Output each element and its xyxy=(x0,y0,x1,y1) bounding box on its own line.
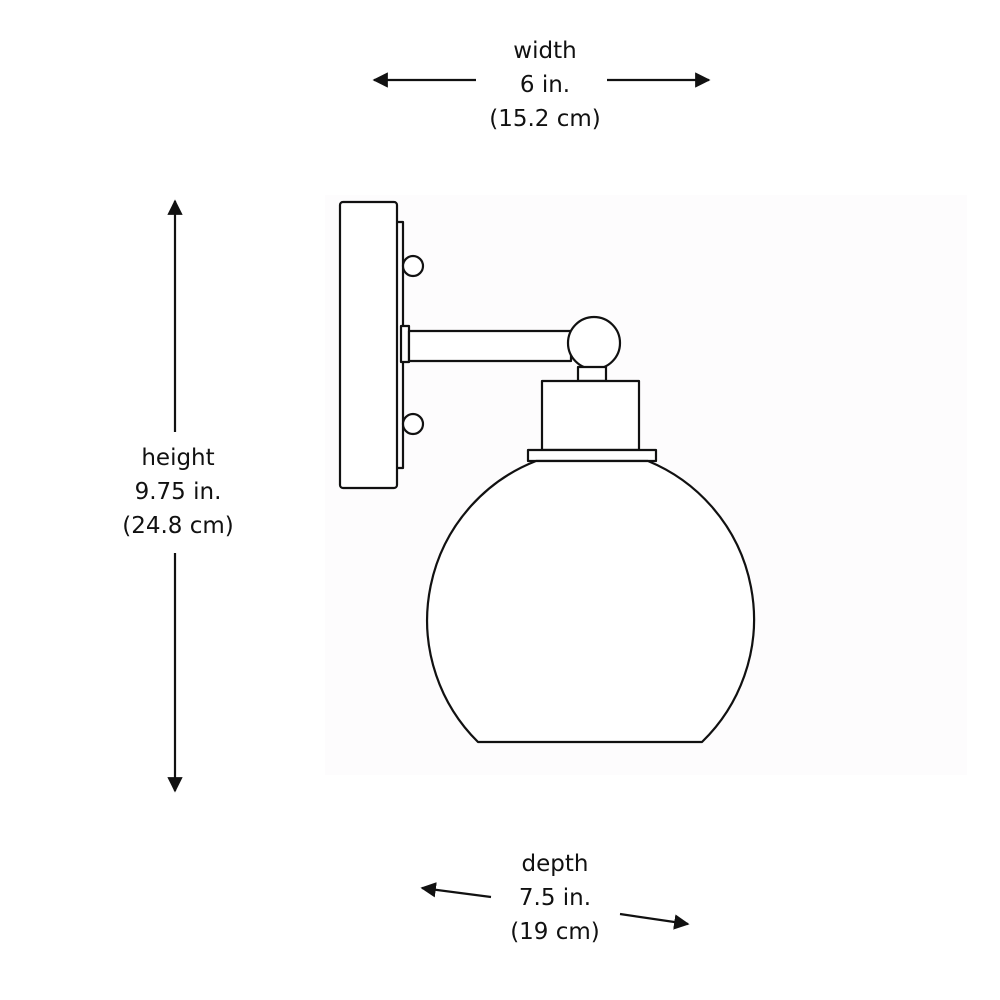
depth-dimension-arrows xyxy=(420,882,690,930)
width-name: width xyxy=(513,38,577,64)
depth-metric: (19 cm) xyxy=(510,919,600,945)
width-imperial: 6 in. xyxy=(519,72,571,98)
wall-sconce-drawing xyxy=(338,200,756,744)
socket-cup xyxy=(540,379,641,452)
backplate xyxy=(338,200,399,490)
arm-collar xyxy=(399,324,411,364)
fitter-band xyxy=(526,448,658,463)
depth-dimension-label: depth 7.5 in. (19 cm) xyxy=(455,847,655,949)
width-dimension-label: width 6 in. (15.2 cm) xyxy=(445,34,645,136)
height-dimension-label: height 9.75 in. (24.8 cm) xyxy=(78,441,278,543)
depth-arrow-right xyxy=(619,912,690,930)
ball-joint xyxy=(566,315,622,371)
socket-neck xyxy=(576,365,608,383)
sconce-arm xyxy=(407,329,573,363)
height-metric: (24.8 cm) xyxy=(122,513,234,539)
depth-imperial: 7.5 in. xyxy=(518,885,592,911)
glass-globe xyxy=(426,459,756,744)
depth-arrow-left xyxy=(420,882,492,899)
height-name: height xyxy=(141,445,215,471)
depth-name: depth xyxy=(521,851,589,877)
height-imperial: 9.75 in. xyxy=(134,479,222,505)
bottom-screw xyxy=(401,412,425,436)
top-screw xyxy=(401,254,425,278)
width-metric: (15.2 cm) xyxy=(489,106,601,132)
